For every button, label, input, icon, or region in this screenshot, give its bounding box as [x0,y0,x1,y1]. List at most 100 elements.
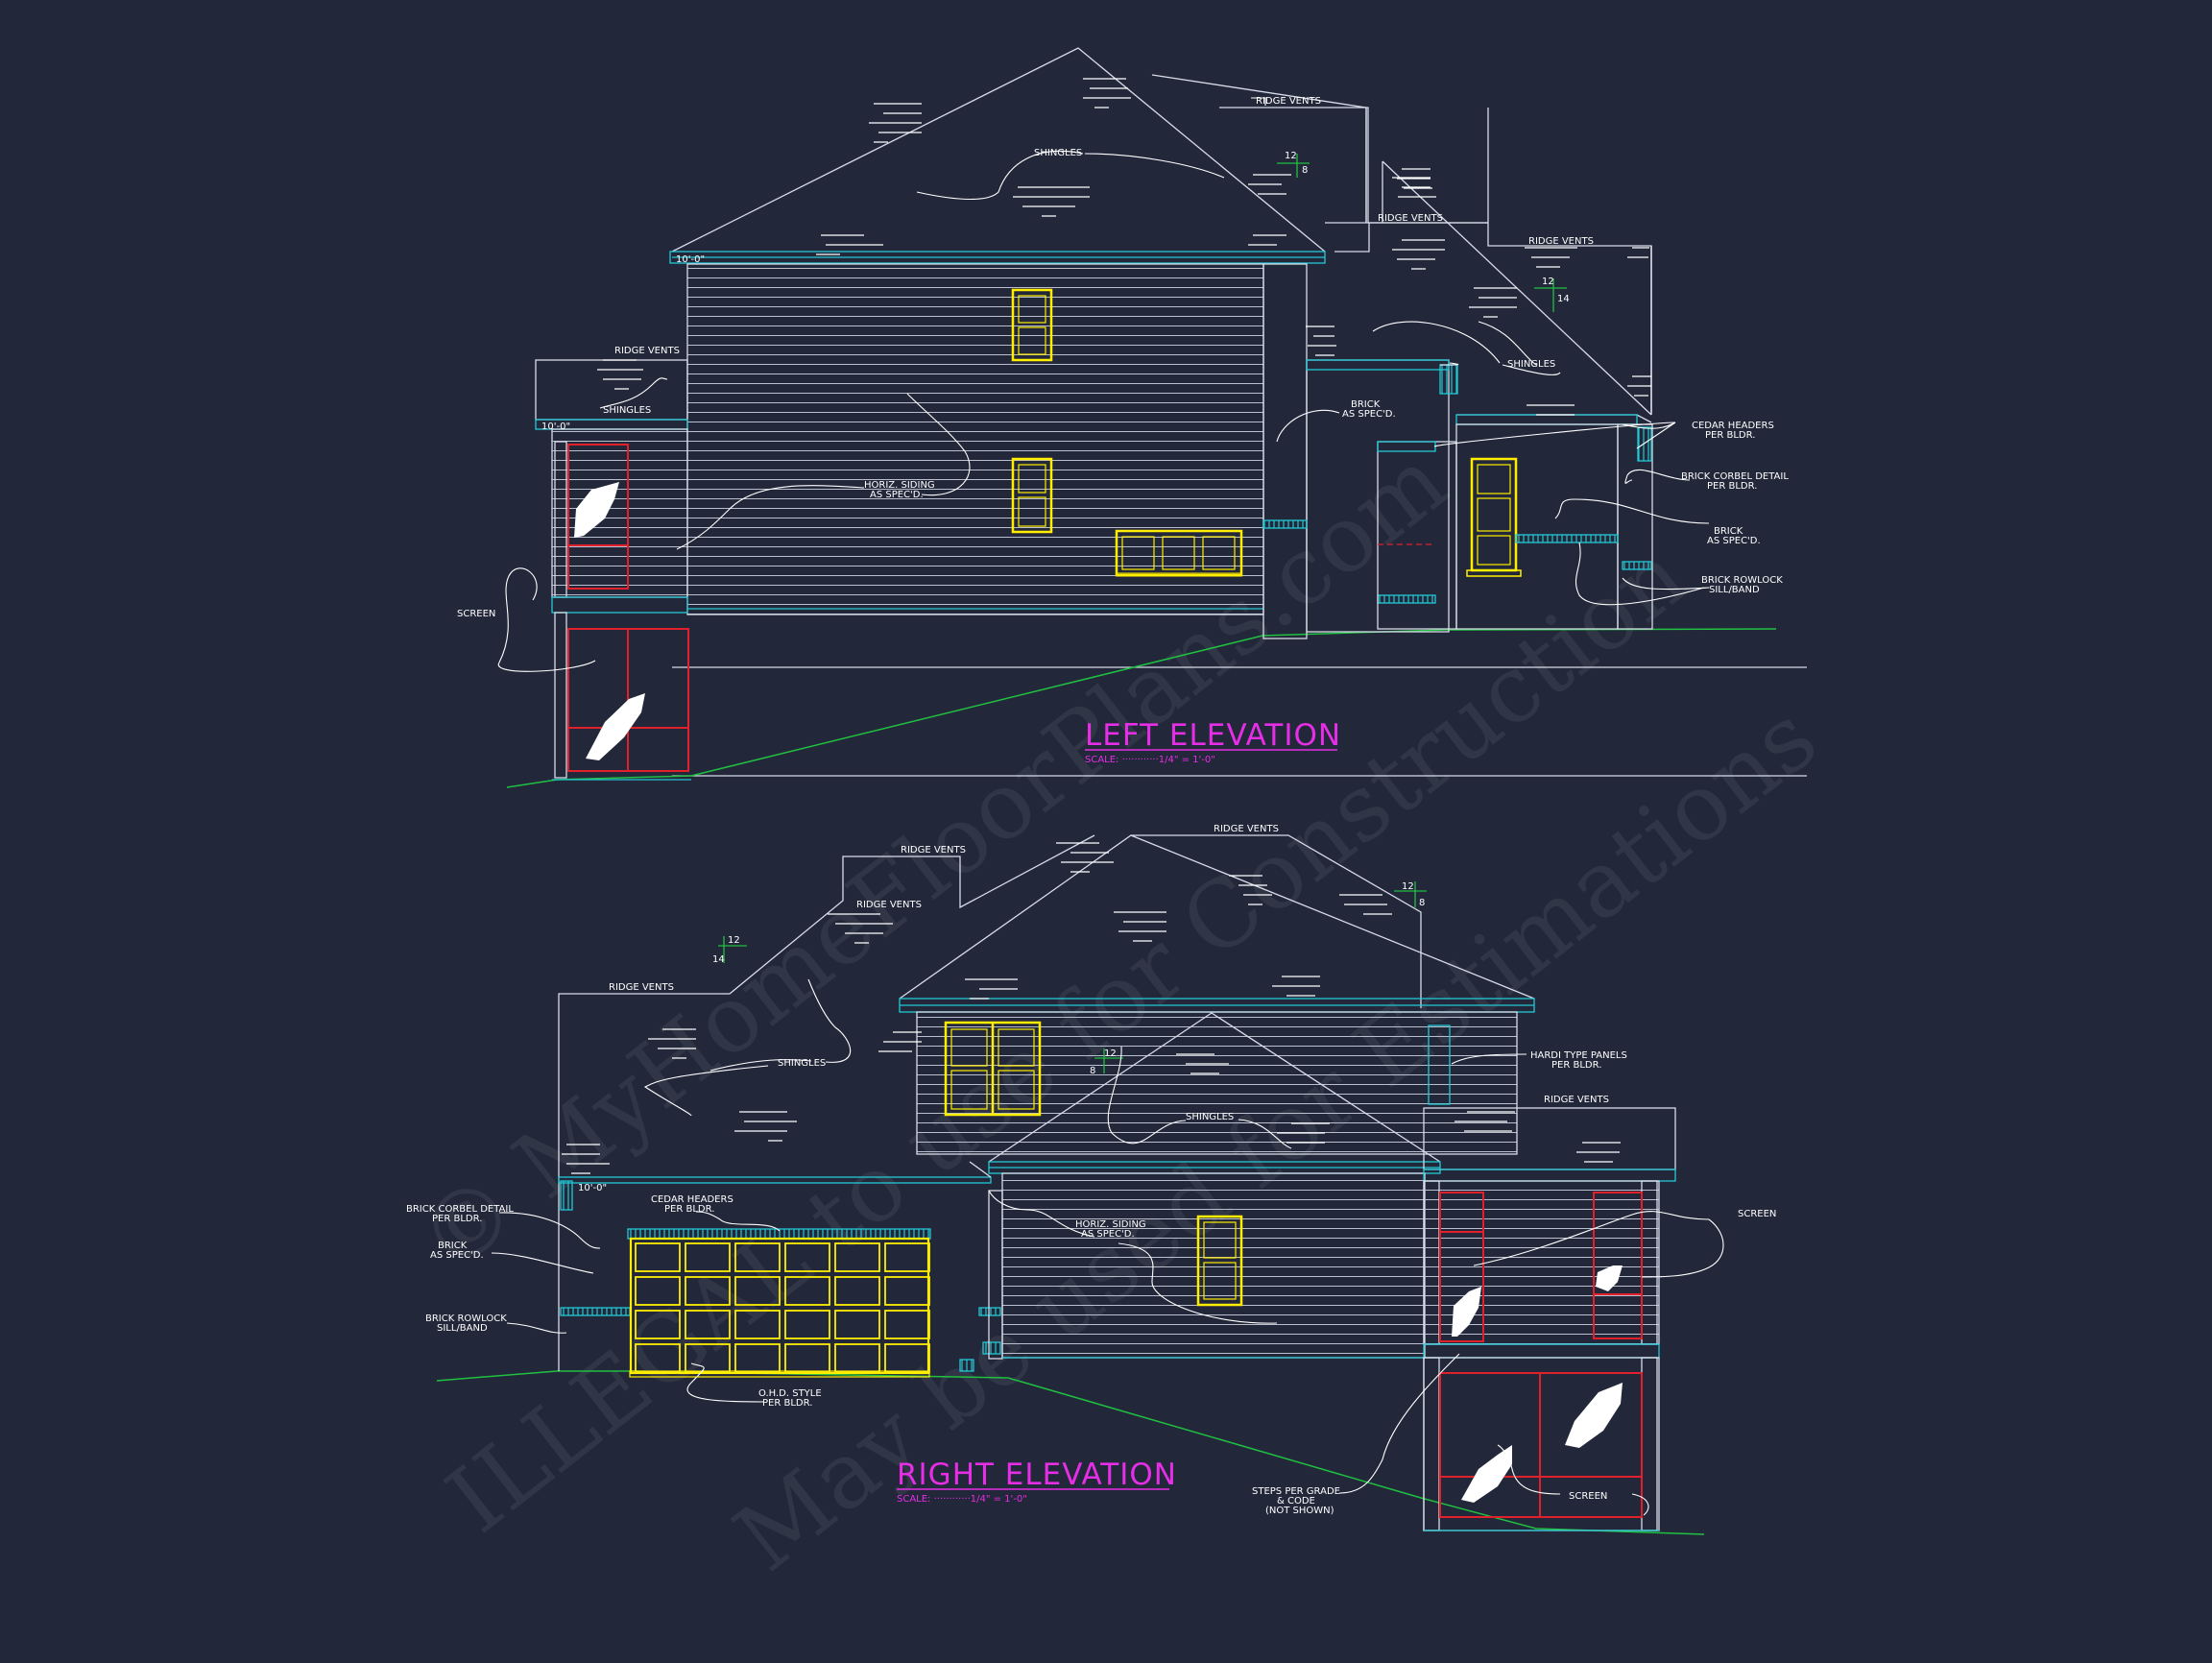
main-roof [671,47,1326,253]
garage-door-panel [784,1276,830,1306]
pitch-rise-right-1: 14 [712,954,725,965]
garage-door-panel [884,1310,930,1339]
garage-corbel [560,1180,573,1211]
window-upper [1011,288,1053,362]
left-elevation [497,47,1807,788]
right-rake-box [1522,246,1653,415]
left-porch-upper-wall [551,428,688,598]
pitch-rise-right-2: 8 [1419,898,1425,908]
label-plate-height-2: 10'-0" [541,422,570,432]
garage-door-panel [884,1343,930,1373]
pitch-rise-left-2: 14 [1557,294,1570,304]
label-brick-r-line-2: AS SPEC'D. [430,1250,484,1261]
garage-door-panels [635,1242,930,1373]
window-middle-right-elevation [1196,1215,1243,1307]
label-ohd-style-line-2: PER BLDR. [762,1398,812,1409]
leaders-left [497,97,1710,672]
garage-door-panel [884,1242,930,1272]
label-horiz-siding-line-1: HORIZ. SIDING [864,480,935,491]
garage-door-panel [685,1343,731,1373]
grade-line [506,628,1777,788]
right-porch-lower-wall [1423,1357,1660,1531]
garage-door-panel [784,1242,830,1272]
label-cedar-headers-r-line-2: PER BLDR. [664,1204,714,1215]
label-ohd-style-line-1: O.H.D. STYLE [758,1388,822,1399]
label-brick-line-2: AS SPEC'D. [1342,409,1396,420]
garage-door-panel [834,1242,880,1272]
middle-siding-wall [1001,1172,1426,1359]
garage-roof-fascia [558,1176,992,1184]
right-wing-roof [1456,414,1652,423]
label-cedar-headers-line-2: PER BLDR. [1705,430,1755,441]
garage-door-panel [834,1310,880,1339]
garage-door [629,1237,930,1375]
tall-roof [1151,74,1367,223]
label-shingles-r1: SHINGLES [778,1058,826,1069]
label-horiz-siding-r-line-2: AS SPEC'D. [1081,1229,1135,1240]
label-screen: SCREEN [457,609,495,619]
pitch-run-left-2: 12 [1542,277,1554,287]
middle-gable [988,1012,1441,1163]
label-ridge-vents-3: RIDGE VENTS [1528,236,1594,247]
garage-door-panel [884,1276,930,1306]
label-brick-corbel-line-2: PER BLDR. [1707,481,1757,492]
right-elevation-labels: RIDGE VENTS RIDGE VENTS RIDGE VENTS RIDG… [406,824,1776,1516]
right-elevation [436,834,1724,1535]
garage-door-panel [685,1242,731,1272]
garage-door-panel [734,1276,781,1306]
garage-door-panel [784,1343,830,1373]
label-brick-corbel-r-line-1: BRICK CORBEL DETAIL [406,1204,514,1215]
label-brick-rowlock-r-line-2: SILL/BAND [437,1323,488,1334]
label-brick-rowlock-line-1: BRICK ROWLOCK [1701,575,1783,586]
right-wing-fascia [1455,414,1638,425]
label-ridge-vents-4: RIDGE VENTS [614,346,680,356]
garage-door-panel [635,1242,681,1272]
pitch-rise-left-1: 8 [1302,165,1308,176]
right-porch-fascia [1423,1169,1676,1182]
rowlock-band [1439,364,1458,395]
leaders-right [491,978,1724,1516]
pitch-rise-right-3: 8 [1090,1066,1095,1076]
right-porch-screen-upper-left [1439,1192,1484,1342]
main-siding-wall [686,263,1264,615]
label-brick-corbel-line-1: BRICK CORBEL DETAIL [1681,471,1789,482]
label-shingles-2: SHINGLES [603,405,651,416]
label-horiz-siding-line-2: AS SPEC'D. [870,490,924,500]
left-elevation-labels: RIDGE VENTS SHINGLES RIDGE VENTS RIDGE V… [457,96,1789,765]
pitch-run-right-3: 12 [1104,1048,1117,1059]
window-group-three [1115,529,1243,577]
upper-roof-line [1219,107,1369,223]
label-screen-r1: SCREEN [1738,1209,1776,1219]
hardi-panel [1428,1024,1451,1105]
main-gable-right [899,834,1535,1000]
label-brick-rowlock-r-line-1: BRICK ROWLOCK [425,1314,507,1324]
right-elevation-scale: SCALE: ············1/4" = 1'-0" [897,1494,1027,1505]
garage-rowlock [560,1307,631,1316]
label-hardi-panels-line-1: HARDI TYPE PANELS [1530,1050,1627,1061]
label-shingles-r2: SHINGLES [1186,1112,1234,1122]
label-shingles-1: SHINGLES [1034,148,1082,158]
label-ridge-vents-r4: RIDGE VENTS [609,982,674,993]
label-steps-line-1: STEPS PER GRADE [1252,1486,1340,1497]
garage-door-panel [784,1310,830,1339]
left-elevation-scale: SCALE: ············1/4" = 1'-0" [1085,755,1215,765]
pitch-run-left-1: 12 [1285,151,1297,161]
label-horiz-siding-r-line-1: HORIZ. SIDING [1075,1219,1146,1230]
label-brick-line-1: BRICK [1351,399,1381,410]
label-ridge-vents-2: RIDGE VENTS [1378,213,1443,224]
label-ridge-vents-1: RIDGE VENTS [1256,96,1321,107]
screen-glare [574,482,619,538]
garage-door-panel [834,1343,880,1373]
grade-line-right [436,1370,1705,1535]
label-hardi-panels-line-2: PER BLDR. [1551,1060,1601,1071]
label-ridge-vents-r3: RIDGE VENTS [856,900,922,910]
label-cedar-headers-line-1: CEDAR HEADERS [1692,421,1774,431]
garage-door-panel [635,1343,681,1373]
garage-door-panel [734,1343,781,1373]
garage-door-panel [734,1242,781,1272]
label-ridge-vents-r5: RIDGE VENTS [1544,1095,1609,1105]
left-elevation-title: LEFT ELEVATION [1085,718,1341,753]
screen-glare-2 [586,693,645,760]
